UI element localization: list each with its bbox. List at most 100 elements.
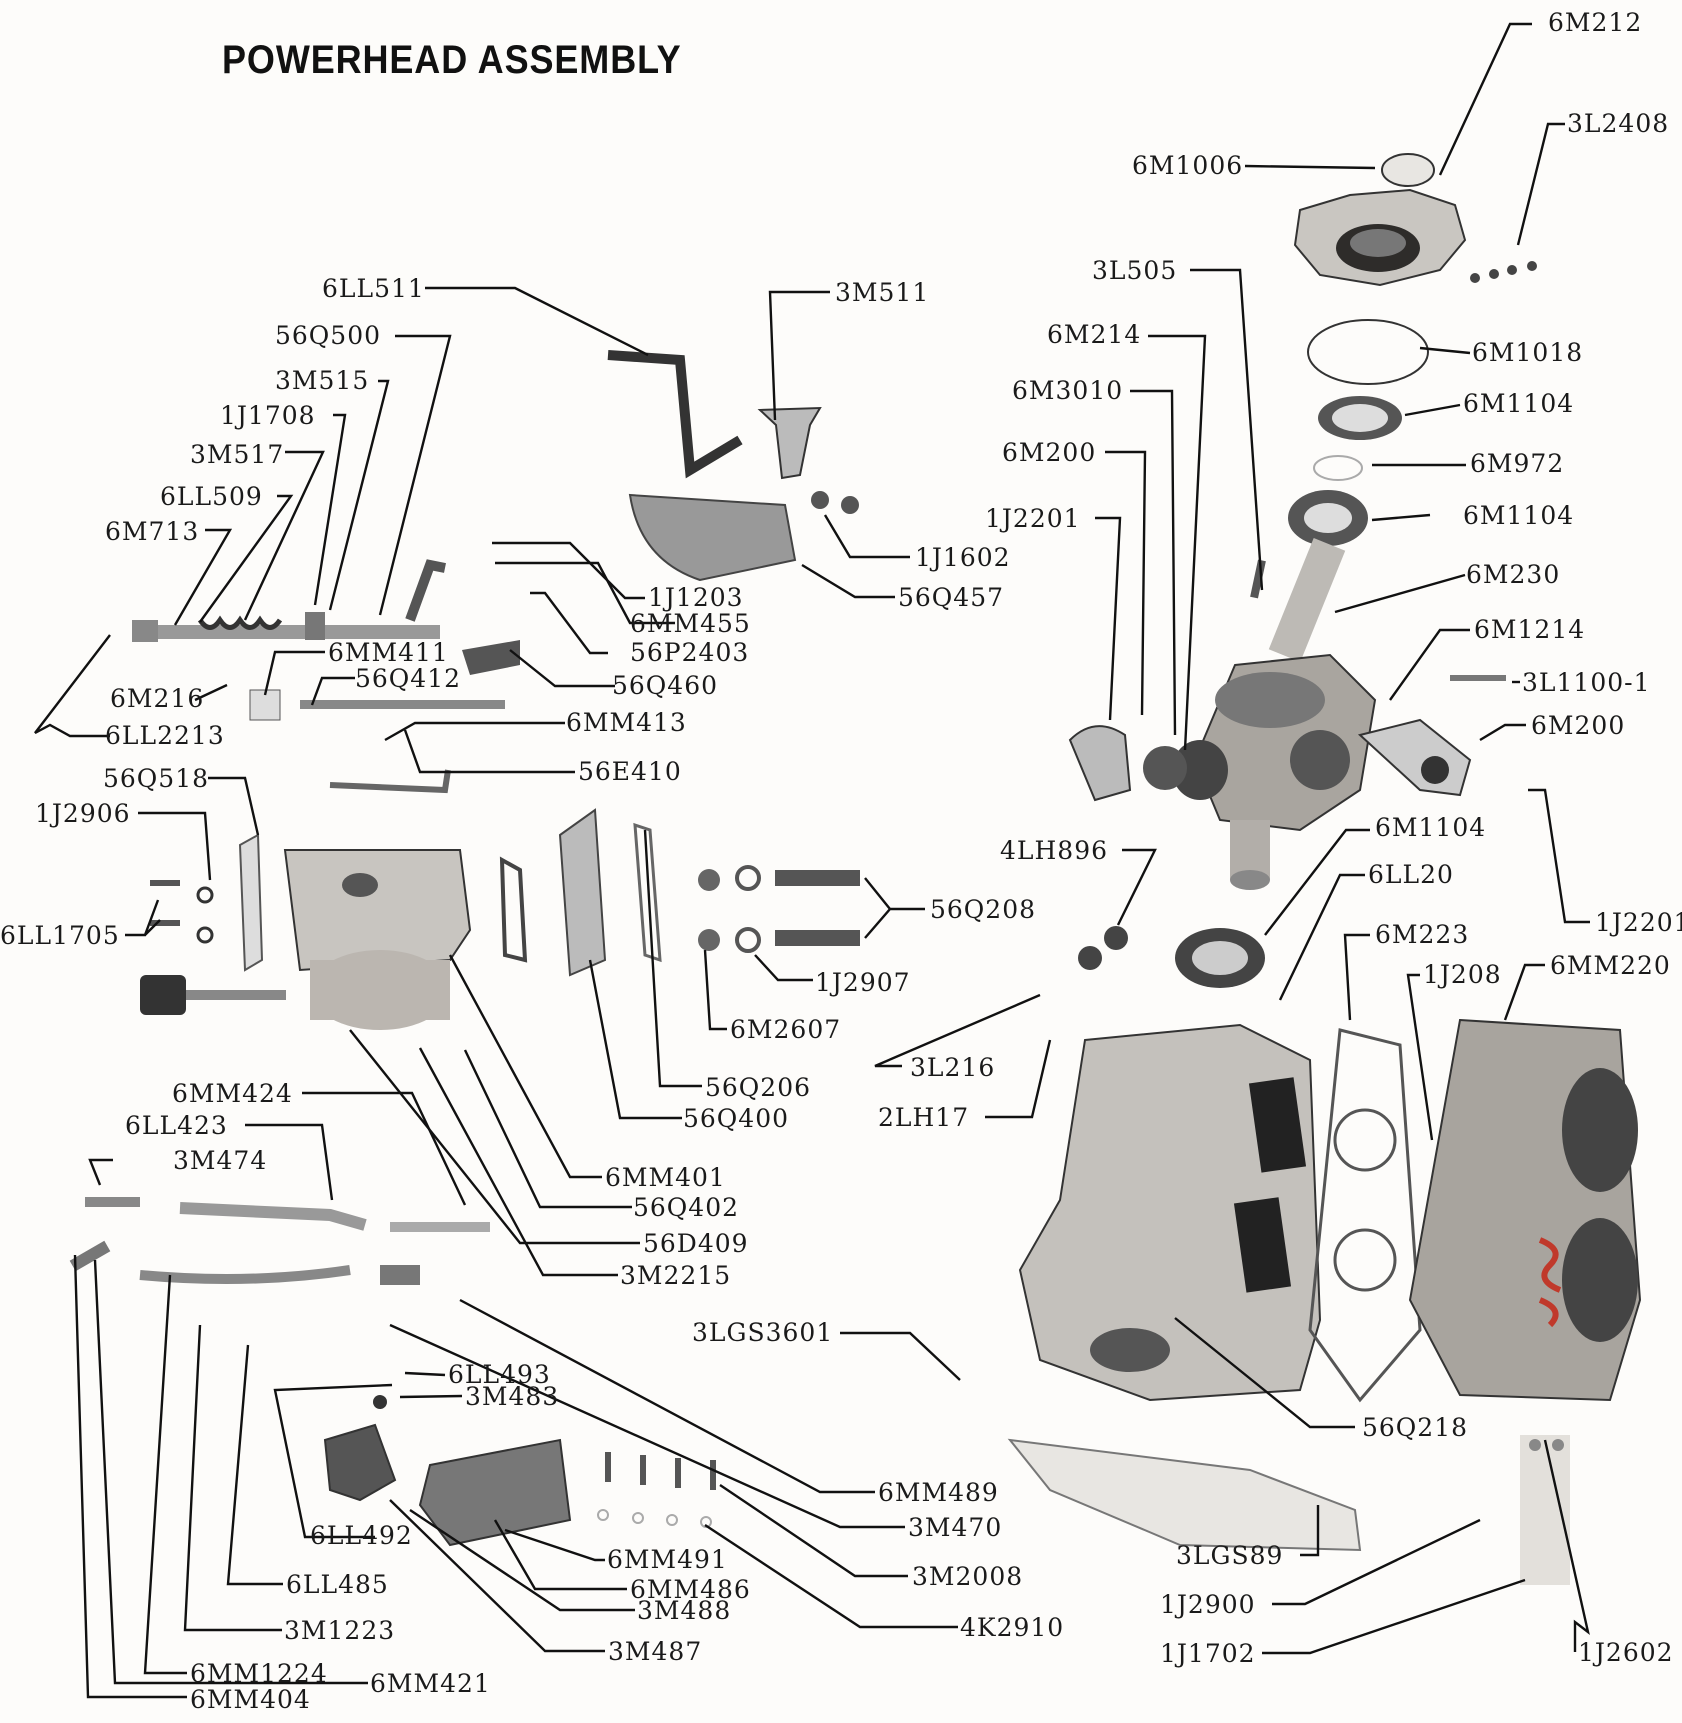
label-6MM491: 6MM491 [607,1545,728,1574]
pin-3L505 [1250,559,1266,599]
upper-seal-housing [1293,153,1467,287]
label-6LL423: 6LL423 [125,1111,228,1140]
label-6M230: 6M230 [1466,560,1561,589]
connecting-rod-bearings [1068,718,1472,802]
label-6M713: 6M713 [105,517,200,546]
label-3M470: 3M470 [908,1513,1003,1542]
label-3M474: 3M474 [173,1146,268,1175]
label-56P2403: 56P2403 [630,638,750,667]
label-6MM220: 6MM220 [1550,951,1671,980]
label-1J1602: 1J1602 [915,543,1011,572]
rod-56Q412 [300,700,505,709]
label-6M972: 6M972 [1470,449,1565,478]
label-3LGS3601: 3LGS3601 [692,1318,834,1347]
label-4K2910: 4K2910 [960,1613,1065,1642]
label-56Q402: 56Q402 [633,1193,740,1222]
label-56Q460: 56Q460 [612,671,719,700]
label-6M1104-c: 6M1104 [1375,813,1487,842]
label-6M1018: 6M1018 [1472,338,1584,367]
adapter-56Q400 [558,808,607,977]
label-3M517: 3M517 [190,440,285,469]
label-1J2907: 1J2907 [815,968,911,997]
label-6MM413: 6MM413 [566,708,687,737]
label-3LGS89: 3LGS89 [1176,1541,1284,1570]
label-1J2201-b: 1J2201 [1595,908,1682,937]
label-1J1203: 1J1203 [648,583,744,612]
label-6LL511: 6LL511 [322,274,425,303]
gasket-6M223 [1308,1028,1422,1403]
label-6LL485: 6LL485 [286,1570,389,1599]
fuel-pump [323,1395,716,1547]
label-6MM411: 6MM411 [328,638,449,667]
label-6M1006: 6M1006 [1132,151,1244,180]
label-3M487: 3M487 [608,1637,703,1666]
label-1J2602: 1J2602 [1578,1638,1674,1667]
label-1J208: 1J208 [1423,960,1502,989]
label-1J2201-a: 1J2201 [985,504,1081,533]
label-6MM489: 6MM489 [878,1478,999,1507]
label-6M216: 6M216 [110,684,205,713]
needle-bearing-3L1100 [1450,675,1506,681]
label-1J2906: 1J2906 [35,799,131,828]
label-3M2215: 3M2215 [620,1261,732,1290]
label-6LL2213: 6LL2213 [105,721,225,750]
clip-56E410 [329,769,451,794]
o-ring [1307,319,1429,385]
label-56Q457: 56Q457 [898,583,1005,612]
page-title: POWERHEAD ASSEMBLY [222,38,682,82]
label-56Q206: 56Q206 [705,1073,812,1102]
label-6M3010: 6M3010 [1012,376,1124,405]
label-56Q500: 56Q500 [275,321,382,350]
label-6LL492: 6LL492 [310,1521,413,1550]
leader-lines [34,22,1590,1699]
label-3M515: 3M515 [275,366,370,395]
label-6MM421: 6MM421 [370,1669,491,1698]
gasket-56Q518 [238,833,264,972]
label-6M223: 6M223 [1375,920,1470,949]
label-56Q208: 56Q208 [930,895,1037,924]
label-6LL493: 6LL493 [448,1360,551,1389]
label-6M1104-a: 6M1104 [1463,389,1575,418]
label-6MM486: 6MM486 [630,1575,751,1604]
screws-3L2408 [1470,261,1537,283]
crankcase-front-half [1018,1023,1322,1402]
label-6MM1224: 6MM1224 [190,1659,328,1688]
bearing-lower [1175,928,1265,988]
label-6M1214: 6M1214 [1474,615,1586,644]
gasket-6MM401 [499,856,528,963]
throttle-shaft-56Q500 [132,559,446,642]
label-56E410: 56E410 [578,757,682,786]
label-2LH17: 2LH17 [878,1103,970,1132]
label-1J1708: 1J1708 [220,401,316,430]
label-6LL1705: 6LL1705 [0,921,120,950]
gasket-3LGS89 [1007,1438,1362,1552]
label-3M511: 3M511 [835,278,930,307]
throttle-lever-6LL511 [607,350,743,479]
label-3M1223: 3M1223 [284,1616,396,1645]
washer-6M972 [1313,455,1363,481]
label-6MM401: 6MM401 [605,1163,726,1192]
gasket-56Q206 [633,822,662,963]
plugs-4LH896 [1078,926,1128,970]
label-6MM455: 6MM455 [630,609,751,638]
label-6M1104-b: 6M1104 [1463,501,1575,530]
label-3M2008: 3M2008 [912,1562,1024,1591]
label-3L1100-1: 3L1100-1 [1522,668,1651,697]
studs-nuts-56Q208 [698,865,860,953]
label-3M483: 3M483 [465,1382,560,1411]
label-3L505: 3L505 [1092,256,1178,285]
bearing-middle [1288,490,1368,546]
carburetor [140,849,472,1030]
crankshaft [1172,538,1377,890]
label-6M2607: 6M2607 [730,1015,842,1044]
fuel-lines [69,1197,490,1285]
label-56Q218: 56Q218 [1362,1413,1469,1442]
label-56Q400: 56Q400 [683,1104,790,1133]
label-3M488: 3M488 [637,1596,732,1625]
bearing-upper [1318,396,1402,440]
label-1J2900: 1J2900 [1160,1590,1256,1619]
bracket-3M511 [757,406,822,480]
part-illustrations [69,153,1642,1585]
label-6M212: 6M212 [1548,8,1643,37]
